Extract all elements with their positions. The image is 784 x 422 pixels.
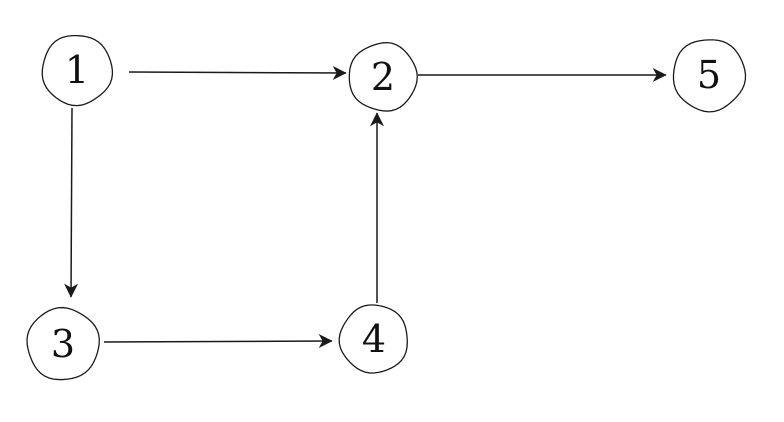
node-2-circle	[348, 42, 418, 112]
node-5-label: 5	[697, 53, 721, 97]
node-4-label: 4	[362, 317, 386, 361]
edges-layer	[64, 65, 667, 349]
node-3-circle	[26, 306, 100, 381]
node-2-label: 2	[371, 55, 395, 99]
node-4-circle	[338, 304, 408, 374]
edge-3-to-4-arrow	[103, 334, 333, 349]
edge-1-to-3-arrow	[64, 107, 79, 298]
node-1-circle	[41, 34, 114, 107]
edge-1-to-2-arrow	[128, 65, 347, 80]
node-5: 5	[672, 39, 747, 113]
node-1-label: 1	[65, 48, 89, 92]
node-2: 2	[348, 42, 418, 112]
node-3: 3	[26, 306, 100, 381]
node-4: 4	[338, 304, 408, 374]
node-1: 1	[41, 34, 114, 107]
node-3-label: 3	[51, 322, 75, 366]
nodes-layer: 1 2 3 4 5	[26, 34, 747, 381]
node-5-circle	[672, 39, 747, 113]
